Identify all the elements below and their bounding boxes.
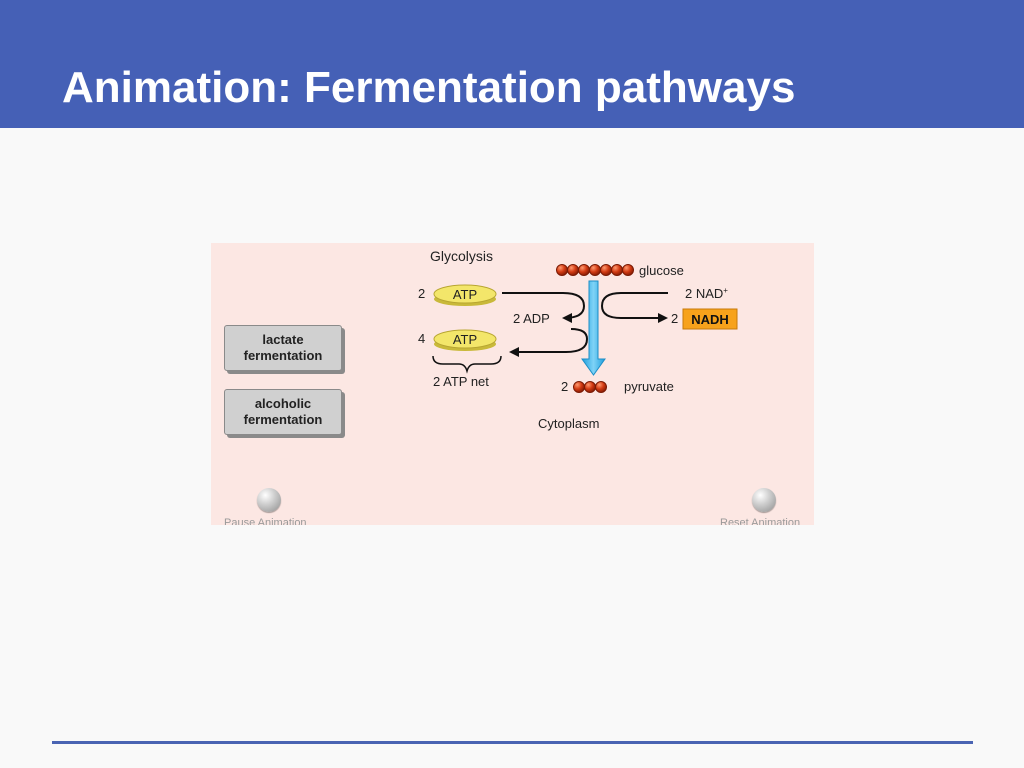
glucose-molecule xyxy=(556,264,634,276)
atp-out-count: 4 xyxy=(418,331,425,346)
atp-out-label: ATP xyxy=(453,332,477,347)
reset-animation-button[interactable] xyxy=(752,488,776,512)
nad-superscript: + xyxy=(723,286,728,295)
atp-disc-in xyxy=(433,284,497,306)
pyruvate-molecule xyxy=(573,381,607,393)
lactate-button-line-1: lactate xyxy=(262,332,304,347)
atp-net-brace xyxy=(432,355,502,374)
pause-animation-label[interactable]: Pause Animation xyxy=(224,517,307,525)
cytoplasm-label: Cytoplasm xyxy=(538,416,599,431)
pause-animation-button[interactable] xyxy=(257,488,281,512)
reset-animation-label[interactable]: Reset Animation xyxy=(720,517,801,525)
slide-title: Animation: Fermentation pathways xyxy=(62,63,796,112)
atp-disc-out xyxy=(433,329,497,351)
nad-label: 2 NAD+ xyxy=(685,286,728,301)
alcoholic-button-line-2: fermentation xyxy=(243,412,323,427)
atp-in-label: ATP xyxy=(453,287,477,302)
nadh-box xyxy=(682,308,738,330)
atp-net-label: 2 ATP net xyxy=(433,374,489,389)
alcoholic-button-line-1: alcoholic xyxy=(254,396,312,411)
adp-arrow xyxy=(502,292,586,323)
lactate-fermentation-button[interactable]: lactate fermentation xyxy=(224,325,342,371)
atp-output-arrow xyxy=(509,328,589,357)
glucose-label: glucose xyxy=(639,263,684,278)
glycolysis-heading: Glycolysis xyxy=(430,248,493,264)
nad-label-text: 2 NAD xyxy=(685,286,723,301)
animation-panel: lactate fermentation alcoholic fermentat… xyxy=(211,243,814,525)
lactate-button-line-2: fermentation xyxy=(243,348,323,363)
glycolysis-diagram: Glycolysis glucose 2 ATP 4 ATP xyxy=(418,248,738,431)
nad-reduction-arrow xyxy=(600,292,668,323)
pyruvate-label: pyruvate xyxy=(624,379,674,394)
nadh-label: NADH xyxy=(691,312,729,327)
footer-rule xyxy=(52,741,973,744)
glycolysis-flow-arrow xyxy=(581,280,606,376)
pyruvate-count: 2 xyxy=(561,379,568,394)
adp-label: 2 ADP xyxy=(513,311,550,326)
slide-header: Animation: Fermentation pathways xyxy=(0,0,1024,128)
alcoholic-fermentation-button[interactable]: alcoholic fermentation xyxy=(224,389,342,435)
atp-in-count: 2 xyxy=(418,286,425,301)
nadh-count: 2 xyxy=(671,311,678,326)
